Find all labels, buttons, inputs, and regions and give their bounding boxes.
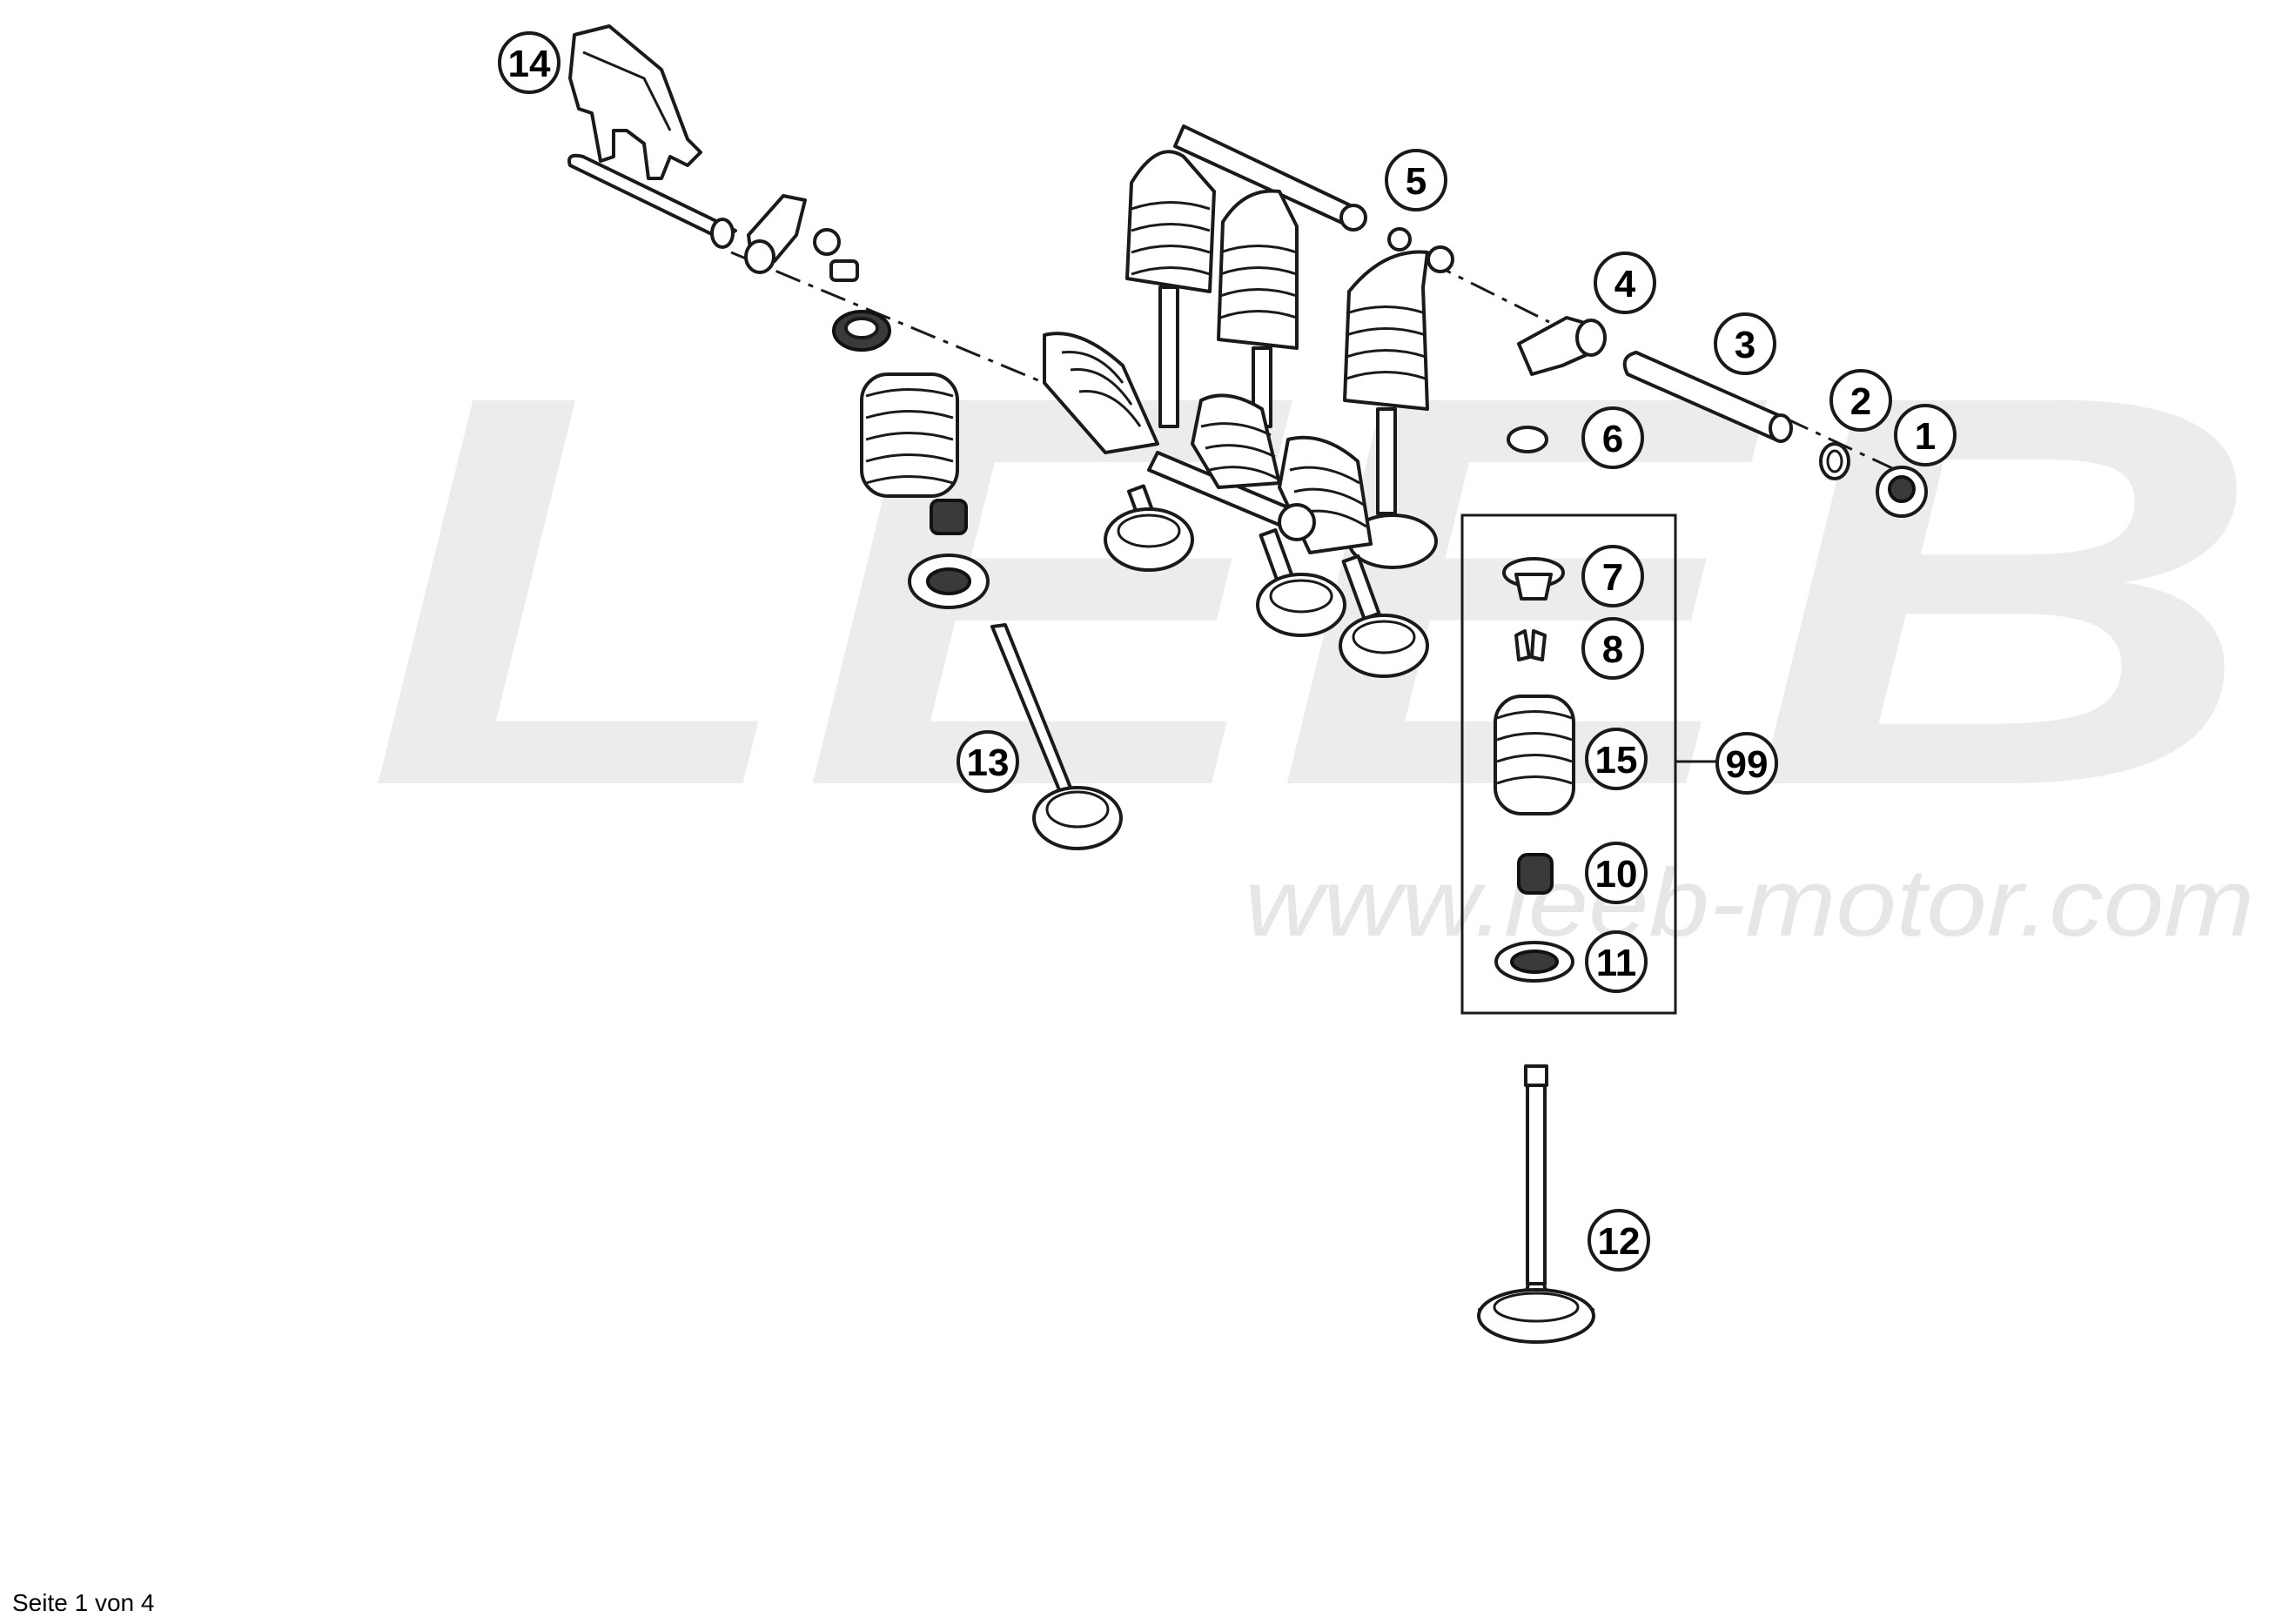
kit-part-11-seat [1494,941,1574,983]
callout-11: 11 [1585,930,1648,993]
kit-99-box [1460,513,1719,1015]
callout-3: 3 [1714,312,1776,375]
callout-4: 4 [1594,252,1656,314]
left-spring [860,372,959,498]
callout-10: 10 [1585,842,1648,904]
callout-8-label: 8 [1602,628,1623,671]
callout-6: 6 [1581,406,1644,469]
callout-4-label: 4 [1614,263,1636,305]
center-spring-6 [1278,435,1373,554]
part-6-shim [1507,426,1548,453]
callout-5: 5 [1385,149,1447,211]
callout-3-label: 3 [1735,324,1755,366]
callout-7-label: 7 [1602,556,1623,599]
kit-part-8-cotters [1514,629,1547,661]
part-14-bracket [568,24,702,180]
callout-12: 12 [1588,1209,1650,1272]
callout-99: 99 [1715,732,1778,795]
callout-15-label: 15 [1595,739,1638,782]
callout-13: 13 [957,730,1019,793]
callout-12-label: 12 [1598,1220,1641,1263]
kit-part-7-retainer [1502,557,1565,601]
part-3-shaft [1622,351,1793,443]
callout-99-label: 99 [1726,743,1769,786]
center-spring-1 [1125,150,1216,428]
callout-14-label: 14 [508,43,551,85]
callout-1-label: 1 [1915,415,1936,458]
center-valve-c [1339,554,1429,678]
callout-6-label: 6 [1602,418,1623,460]
center-spring-4 [1043,332,1159,454]
page-number-label: Seite 1 von 4 [12,1589,155,1616]
callout-8: 8 [1581,617,1644,680]
callout-1: 1 [1894,404,1957,466]
part-12-valve [1477,1064,1595,1344]
callout-2: 2 [1829,369,1892,432]
callout-11-label: 11 [1596,942,1637,984]
kit-part-10-seal [1517,853,1554,895]
callout-5-label: 5 [1406,160,1427,203]
kit-part-15-spring [1494,695,1575,815]
center-spring-3 [1343,250,1438,569]
page-footer: Seite 1 von 4 [12,1589,154,1617]
callout-10-label: 10 [1595,853,1638,896]
part-2-o-ring [1819,442,1850,480]
part-1-cap [1876,466,1928,518]
callout-13-label: 13 [967,742,1010,784]
callout-14: 14 [498,31,561,94]
part-left-spring-stack [832,310,990,609]
part-center-assembly [1043,124,1454,678]
part-13-valve [990,623,1123,850]
callout-7: 7 [1581,545,1644,607]
callout-15: 15 [1585,728,1648,790]
part-rocker-left [744,194,859,282]
watermark-url: www.leeb-motor.com [1245,849,2254,956]
center-valve-a [1104,484,1194,572]
watermark: LEEB www.leeb-motor.com [366,279,2263,956]
callout-2-label: 2 [1850,380,1871,423]
part-4-rocker-arm [1517,316,1607,376]
center-spring-5 [1191,393,1281,489]
center-valve-b [1256,528,1346,637]
part-shaft-left [567,153,737,249]
